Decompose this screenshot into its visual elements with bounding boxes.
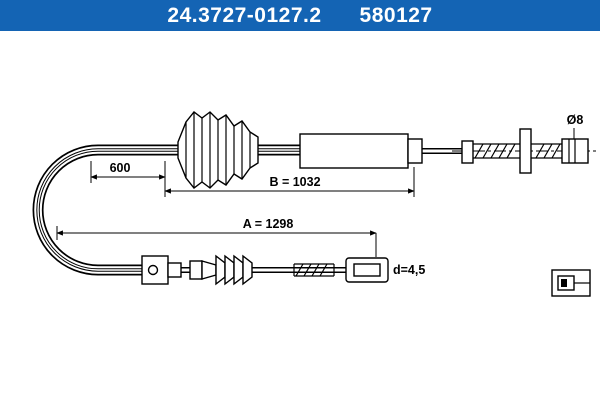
spring-section bbox=[293, 263, 335, 277]
dim-b-label: B = 1032 bbox=[269, 175, 320, 189]
dimension-a bbox=[56, 226, 377, 257]
bracket-part bbox=[551, 269, 591, 297]
reference-number: 580127 bbox=[359, 3, 433, 27]
end-nipple bbox=[561, 128, 589, 164]
title-bar: 24.3727-0127.2 580127 bbox=[0, 0, 600, 31]
clevis-end bbox=[345, 257, 389, 283]
bellows-boot-small bbox=[215, 254, 253, 286]
cable-diameter-label: d=4,5 bbox=[393, 263, 425, 277]
cable-loop bbox=[32, 144, 180, 276]
outer-tube bbox=[299, 133, 423, 169]
ferrule-upper bbox=[461, 140, 474, 164]
dim-a-label: A = 1298 bbox=[243, 217, 294, 231]
nipple-diameter-label: Ø8 bbox=[567, 113, 584, 127]
dimension-b bbox=[164, 167, 415, 197]
flange-washer bbox=[519, 128, 532, 174]
part-number: 24.3727-0127.2 bbox=[167, 3, 322, 27]
step-cylinder bbox=[167, 262, 182, 278]
threaded-rod bbox=[473, 143, 562, 159]
adjuster-ferrule bbox=[189, 260, 203, 280]
cable-anchor-fitting bbox=[141, 255, 169, 285]
taper-cone bbox=[201, 260, 217, 280]
dim-600-label: 600 bbox=[110, 161, 131, 175]
boot-bellows bbox=[177, 111, 259, 189]
